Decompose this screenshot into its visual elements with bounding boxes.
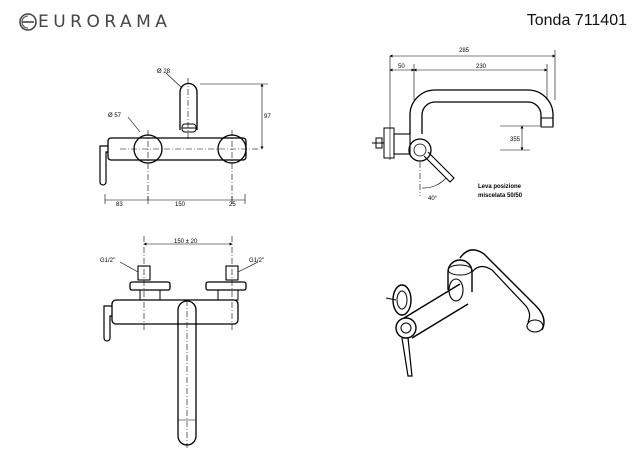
dim-side-angle: 40° <box>428 196 438 202</box>
dim-top-thread-left: G1/2" <box>100 258 115 264</box>
iso-lever <box>401 337 413 377</box>
top-spout <box>177 300 197 446</box>
brand-mark-icon <box>19 13 37 31</box>
side-spout-outer <box>409 89 554 134</box>
dim-top-thread-right: G1/2" <box>249 258 264 264</box>
front-spout <box>179 82 198 130</box>
dim-front-left: 83 <box>116 202 123 208</box>
side-wall-plate <box>383 127 395 159</box>
dim-front-diameter-top: Ø 28 <box>157 69 171 75</box>
top-view-dims: 150 ± 20 G1/2" G1/2" <box>100 239 264 264</box>
top-escutcheon-left <box>129 281 171 291</box>
product-title: Tonda 711401 <box>526 12 627 29</box>
lever-position-note-line1: Leva posizione <box>478 184 522 190</box>
front-lever <box>99 145 108 186</box>
dim-front-diameter-side: Ø 57 <box>108 113 122 119</box>
iso-flange <box>392 284 412 316</box>
brand-name: EURORAMA <box>38 12 172 32</box>
brand-logo: EURORAMA <box>18 12 171 32</box>
side-body-circle <box>408 138 432 162</box>
top-escutcheon-right <box>205 281 247 291</box>
dim-side-reach: 230 <box>476 64 487 70</box>
side-lever <box>423 151 455 183</box>
dim-side-wall: 50 <box>398 64 405 70</box>
iso-body <box>403 283 469 339</box>
iso-spout-arc <box>459 249 545 331</box>
lever-position-note-line2: miscelata 50/50 <box>478 193 523 199</box>
top-lever <box>103 305 112 342</box>
dim-front-right: 25 <box>229 202 236 208</box>
isometric-view <box>385 249 545 377</box>
front-view-dims: Ø 28 Ø 57 97 83 150 25 <box>108 69 271 208</box>
side-view <box>372 50 556 196</box>
dim-front-height: 97 <box>264 114 271 120</box>
dim-side-drop: 355 <box>510 137 521 143</box>
side-view-dims: 285 50 230 355 40° Leva posizione miscel… <box>398 48 523 202</box>
dim-side-total: 285 <box>459 48 470 54</box>
top-view <box>103 236 259 448</box>
top-body <box>111 299 239 325</box>
side-spout-inner <box>421 101 542 134</box>
dim-front-center: 150 <box>175 202 186 208</box>
dim-top-center: 150 ± 20 <box>174 239 198 245</box>
front-view <box>99 72 268 204</box>
